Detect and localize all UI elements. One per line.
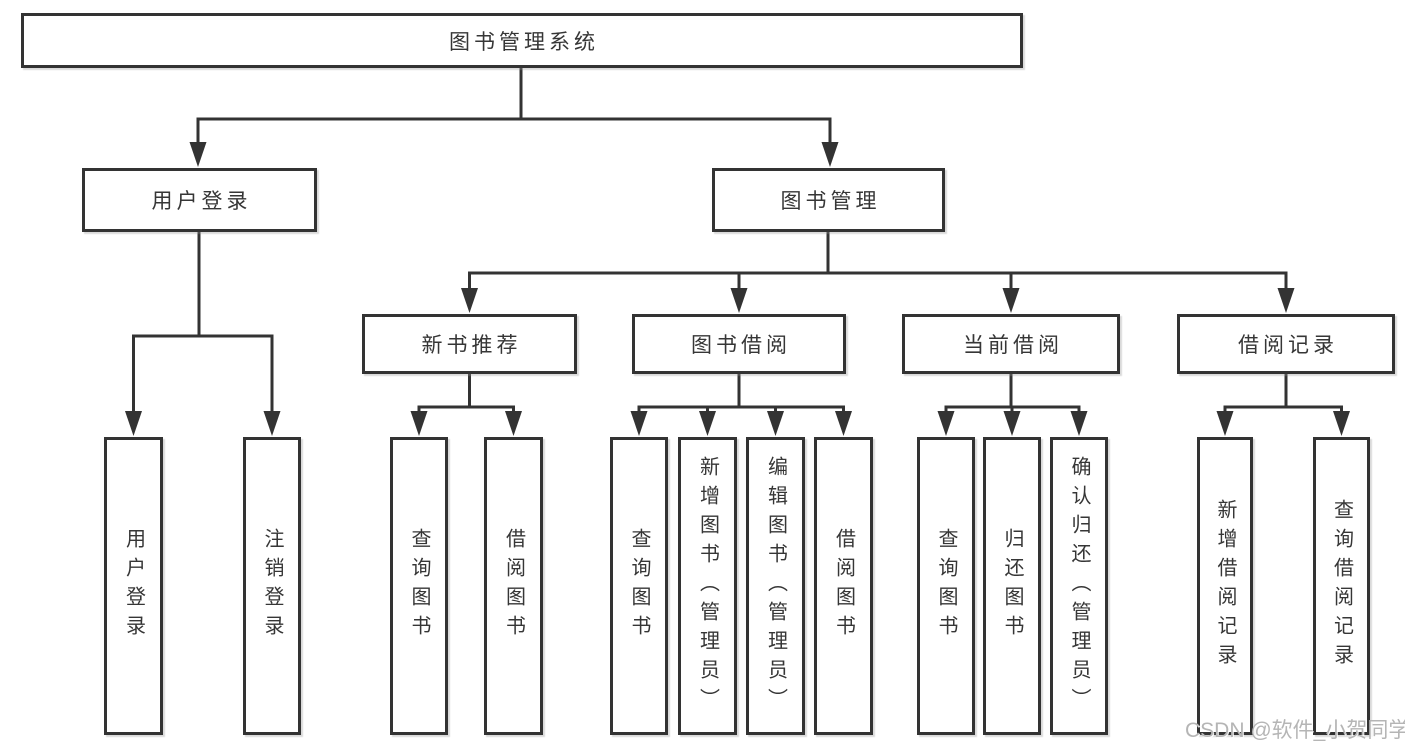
node-user-login-label: 用户登录 [151, 190, 252, 213]
node-leaf-query-borrow-record-label: 查询借阅记录 [1330, 499, 1353, 673]
connector-user-login-to-leaves [125, 230, 281, 436]
node-leaf-query-books-current: 查询图书 [917, 437, 975, 735]
node-leaf-return-book-label: 归还图书 [1001, 528, 1023, 644]
node-new-book-recommend: 新书推荐 [362, 314, 577, 374]
node-leaf-add-borrow-record: 新增借阅记录 [1197, 437, 1253, 735]
node-book-management: 图书管理 [712, 168, 945, 232]
node-leaf-user-login: 用户登录 [104, 437, 163, 735]
node-leaf-borrow-books-recommend: 借阅图书 [484, 437, 543, 735]
node-leaf-query-borrow-record: 查询借阅记录 [1313, 437, 1370, 735]
connector-current-borrow-to-leaves [937, 372, 1088, 436]
connector-new-book-recommend-to-leaves [410, 372, 522, 436]
node-user-login: 用户登录 [82, 168, 317, 232]
csdn-watermark: CSDN @软件_小贺同学 [1185, 719, 1405, 742]
node-leaf-user-login-label: 用户登录 [122, 528, 145, 644]
node-leaf-query-books-borrow-label: 查询图书 [628, 528, 650, 644]
node-borrow-records: 借阅记录 [1177, 314, 1395, 374]
node-root: 图书管理系统 [21, 13, 1023, 68]
node-leaf-borrow-books-recommend-label: 借阅图书 [502, 528, 525, 644]
node-leaf-edit-book-admin-label: 编辑图书（管理员） [764, 455, 787, 717]
node-current-borrow: 当前借阅 [902, 314, 1120, 374]
node-leaf-logout: 注销登录 [243, 437, 301, 735]
node-new-book-recommend-label: 新书推荐 [421, 334, 522, 357]
node-leaf-return-book: 归还图书 [983, 437, 1041, 735]
node-book-management-label: 图书管理 [780, 190, 881, 213]
node-leaf-edit-book-admin: 编辑图书（管理员） [746, 437, 805, 735]
node-leaf-borrow-books: 借阅图书 [814, 437, 873, 735]
node-leaf-add-book-admin-label: 新增图书（管理员） [696, 455, 719, 717]
node-current-borrow-label: 当前借阅 [963, 334, 1063, 357]
node-leaf-query-books-current-label: 查询图书 [935, 528, 957, 644]
node-leaf-query-books-recommend-label: 查询图书 [408, 528, 430, 644]
connector-borrow-records-to-leaves [1216, 372, 1350, 436]
node-leaf-borrow-books-label: 借阅图书 [832, 528, 855, 644]
node-root-label: 图书管理系统 [449, 30, 599, 54]
node-leaf-add-borrow-record-label: 新增借阅记录 [1214, 499, 1236, 673]
node-leaf-query-books-recommend: 查询图书 [390, 437, 448, 735]
node-leaf-add-book-admin: 新增图书（管理员） [678, 437, 737, 735]
node-leaf-query-books-borrow: 查询图书 [610, 437, 668, 735]
node-borrow-records-label: 借阅记录 [1238, 334, 1338, 357]
node-leaf-confirm-return-admin: 确认归还（管理员） [1050, 437, 1108, 735]
node-leaf-confirm-return-admin-label: 确认归还（管理员） [1068, 455, 1090, 717]
node-book-borrow: 图书借阅 [632, 314, 846, 374]
connector-book-management-to-level3 [461, 231, 1295, 313]
connector-root-to-level2 [189, 66, 839, 167]
node-book-borrow-label: 图书借阅 [691, 334, 791, 357]
connector-book-borrow-to-leaves [630, 372, 852, 436]
node-leaf-logout-label: 注销登录 [261, 528, 283, 644]
